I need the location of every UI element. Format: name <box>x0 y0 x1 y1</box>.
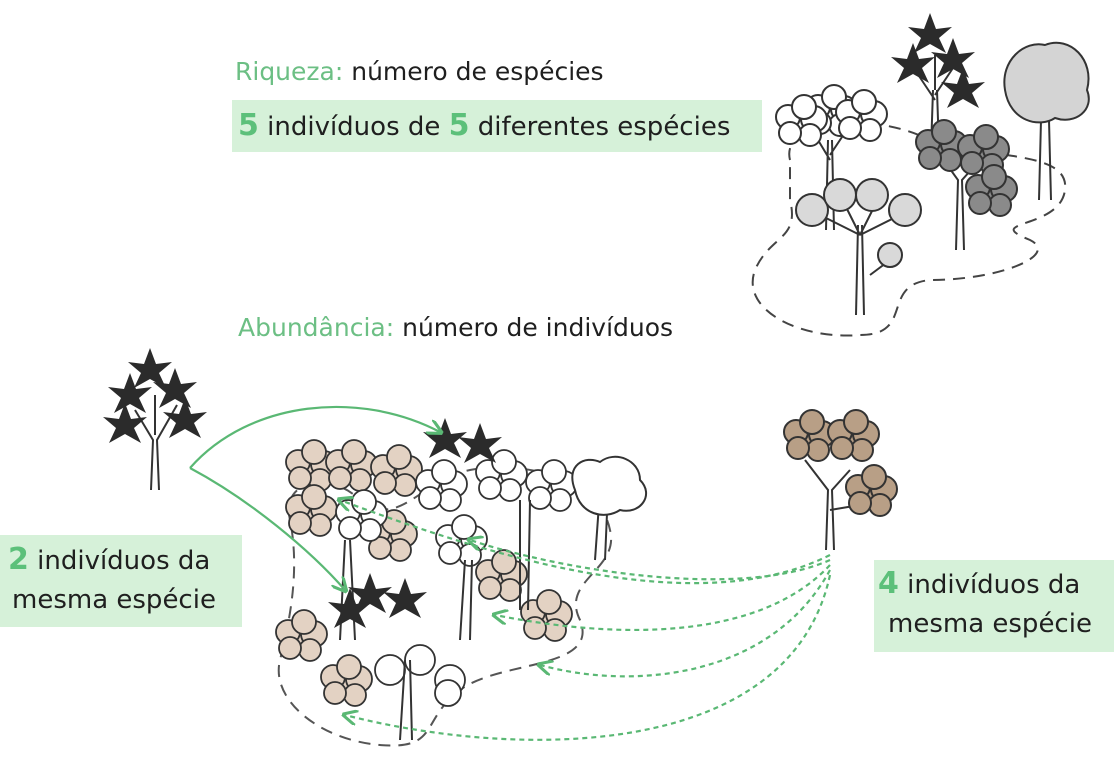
richness-tree-round <box>795 178 922 316</box>
left-dark-tree <box>103 348 207 491</box>
right-label-line1: 4 indivíduos da <box>878 566 1080 601</box>
left-label-line2: mesma espécie <box>12 585 216 615</box>
richness-boundary <box>751 121 1067 337</box>
richness-example-mid: indivíduos de <box>267 112 441 142</box>
arrow-right-3 <box>495 564 831 632</box>
arrow-right-2 <box>470 540 831 581</box>
richness-example-tail: diferentes espécies <box>477 112 731 142</box>
arrow-left-to-bottom <box>189 467 345 590</box>
forest-trees <box>275 418 647 741</box>
richness-example: 5 indivíduos de 5 diferentes espécies <box>238 108 730 143</box>
richness-term: Riqueza: <box>235 57 344 86</box>
forest-boundary <box>277 466 613 747</box>
abundance-term: Abundância: <box>238 313 395 342</box>
richness-definition-text: número de espécies <box>351 57 604 86</box>
right-label-count: 4 <box>878 566 899 601</box>
arrow-right-5 <box>345 574 832 741</box>
richness-tree-gray <box>915 119 1018 251</box>
left-label-text1: indivíduos da <box>37 546 211 576</box>
left-label-line1: 2 indivíduos da <box>8 542 210 577</box>
richness-tree-lightgray <box>1003 41 1090 201</box>
richness-tree-dark <box>891 13 985 151</box>
left-label-highlight <box>0 535 242 627</box>
right-tan-tree <box>783 409 898 551</box>
richness-count-species: 5 <box>448 108 470 143</box>
richness-definition: Riqueza: número de espécies <box>235 57 604 86</box>
arrow-left-to-top <box>189 405 440 469</box>
left-label-count: 2 <box>8 542 29 577</box>
richness-count-individuals: 5 <box>238 108 259 143</box>
richness-highlight <box>232 100 762 152</box>
right-label-line2: mesma espécie <box>888 609 1092 639</box>
arrow-right-4 <box>540 569 831 678</box>
arrow-right-1 <box>340 500 831 585</box>
abundance-definition: Abundância: número de indivíduos <box>238 313 673 342</box>
right-label-highlight <box>874 560 1114 652</box>
abundance-definition-text: número de indivíduos <box>402 313 674 342</box>
right-label-text1: indivíduos da <box>907 570 1081 600</box>
